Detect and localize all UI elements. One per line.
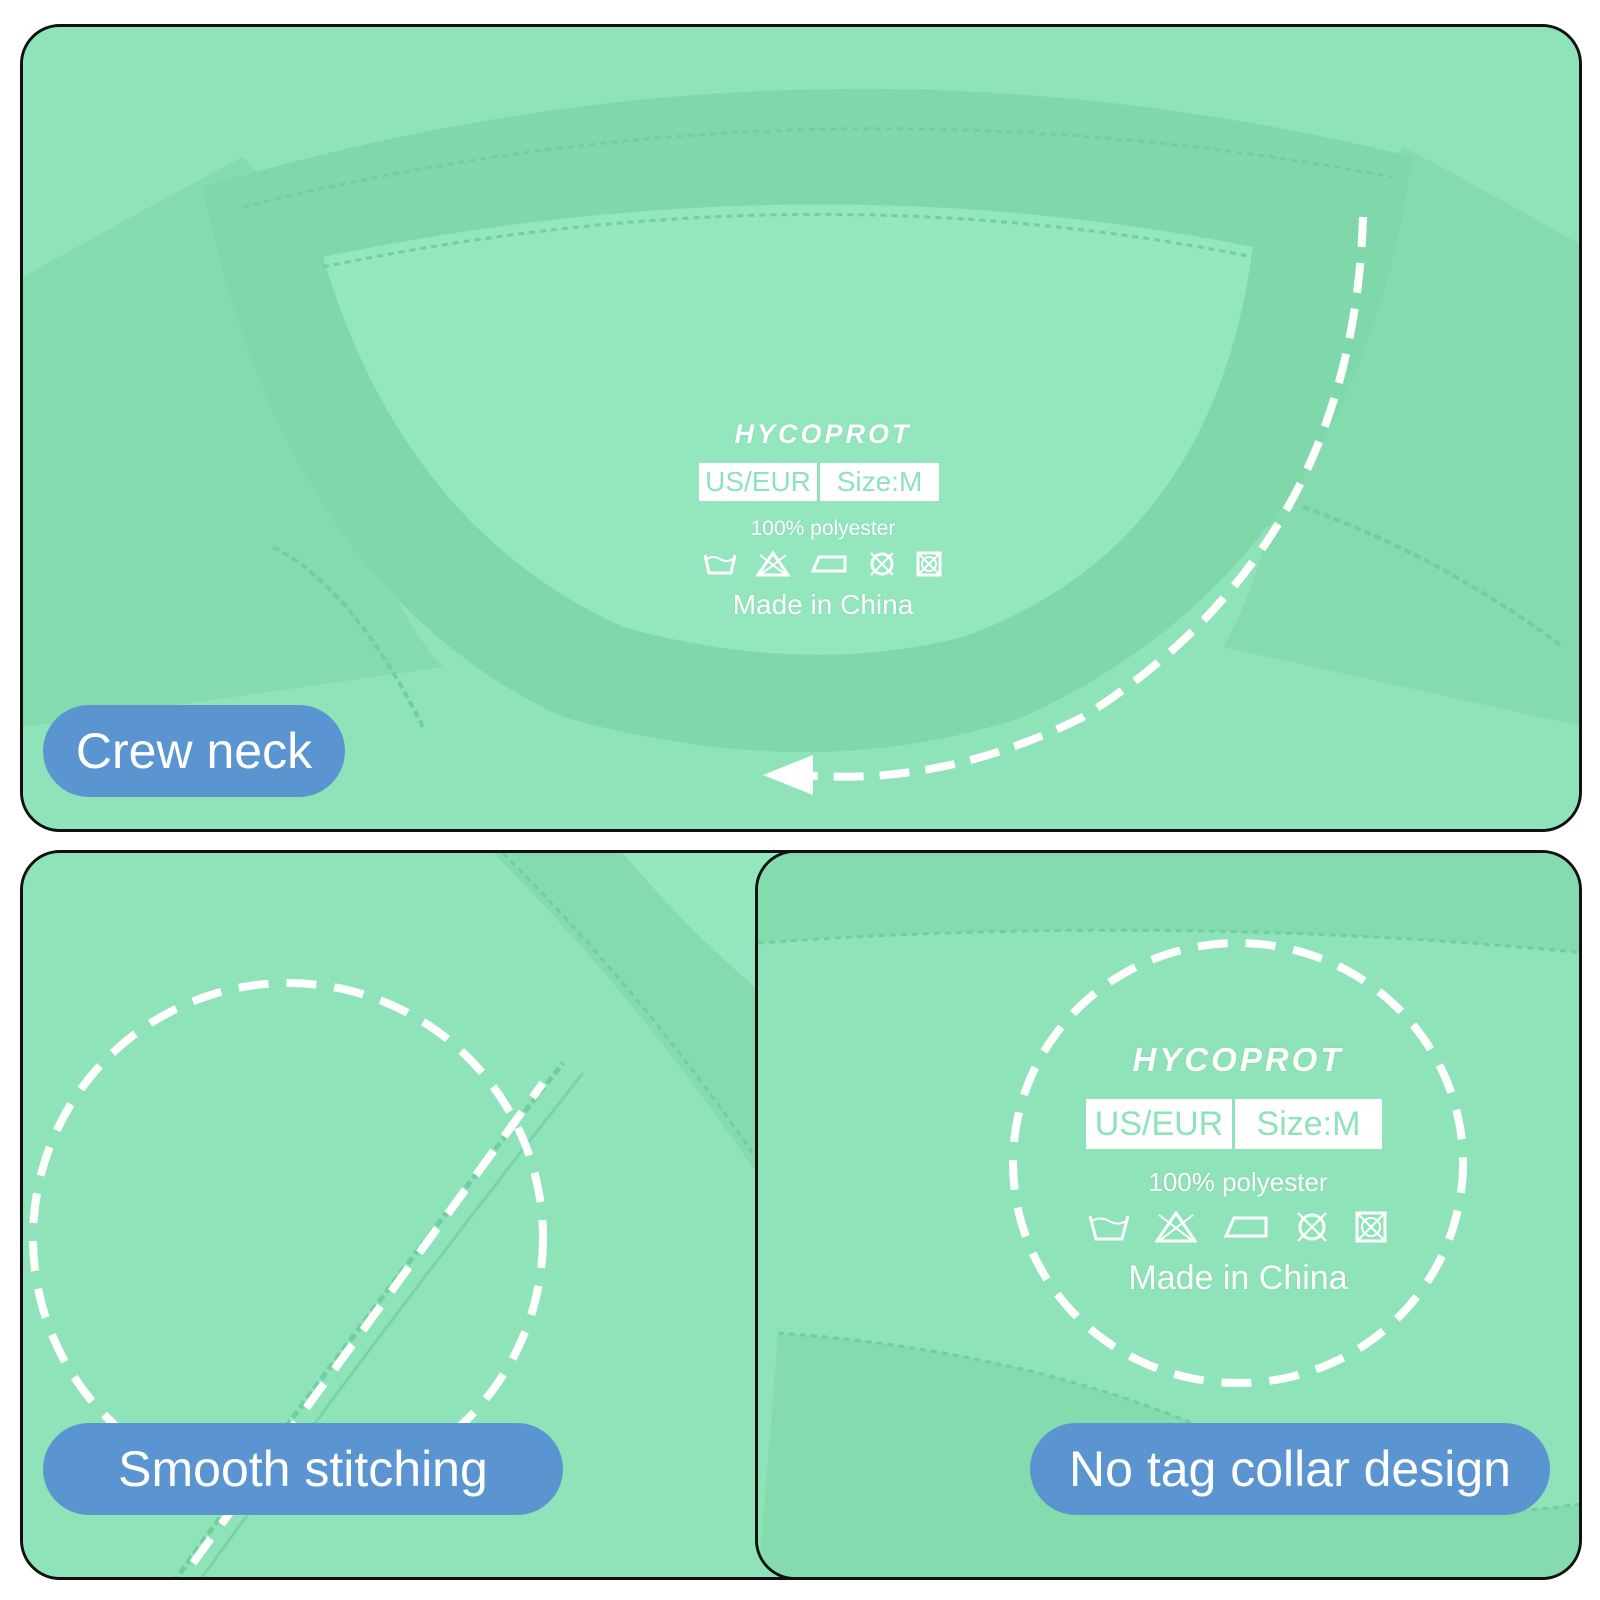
neck-label-region: US/EUR	[699, 463, 820, 501]
no-dry-clean-icon	[1355, 1211, 1387, 1243]
no-tag-collar-panel: HYCOPROT US/EUR Size:M 100% polyester Ma…	[755, 850, 1582, 1580]
collar-care-icons	[1088, 1211, 1388, 1245]
arrow-head-icon	[763, 755, 813, 795]
collar-label-size: Size:M	[1256, 1104, 1361, 1143]
collar-dashed-circle	[1009, 939, 1467, 1387]
iron-icon	[810, 555, 847, 573]
neck-label-origin: Made in China	[732, 589, 914, 620]
collar-label-material: 100% polyester	[1148, 1167, 1328, 1197]
no-dry-clean-icon	[916, 551, 942, 577]
collar-label-region: US/EUR	[1086, 1099, 1235, 1149]
neck-label-brand: HYCOPROT	[734, 419, 912, 449]
wash-icon	[703, 554, 737, 575]
collar-label-size-box: US/EUR Size:M	[1086, 1099, 1382, 1149]
neck-dashed-arrow	[802, 216, 1367, 781]
collar-label-brand: HYCOPROT	[1132, 1041, 1344, 1078]
no-bleach-icon	[1155, 1211, 1197, 1243]
care-icons	[703, 551, 943, 579]
crew-neck-photo	[23, 27, 1579, 829]
smooth-stitching-caption: Smooth stitching	[43, 1423, 563, 1515]
smooth-stitching-panel: Smooth stitching	[20, 850, 850, 1580]
seam-dashed-line	[189, 1080, 547, 1566]
crew-neck-caption: Crew neck	[43, 705, 345, 797]
neck-label-size: Size:M	[836, 466, 923, 497]
no-tumble-dry-icon	[1297, 1212, 1327, 1242]
neck-label-material: 100% polyester	[750, 517, 896, 540]
no-tag-collar-caption: No tag collar design	[1030, 1423, 1550, 1515]
no-bleach-icon	[756, 551, 790, 577]
iron-icon	[1223, 1216, 1268, 1238]
collar-label-origin: Made in China	[1128, 1259, 1348, 1297]
crew-neck-panel: HYCOPROT US/EUR Size:M 100% polyester Ma…	[20, 24, 1582, 832]
neck-label-size-box: US/EUR Size:M	[699, 463, 939, 501]
wash-icon	[1088, 1215, 1130, 1241]
no-tumble-dry-icon	[870, 552, 894, 576]
